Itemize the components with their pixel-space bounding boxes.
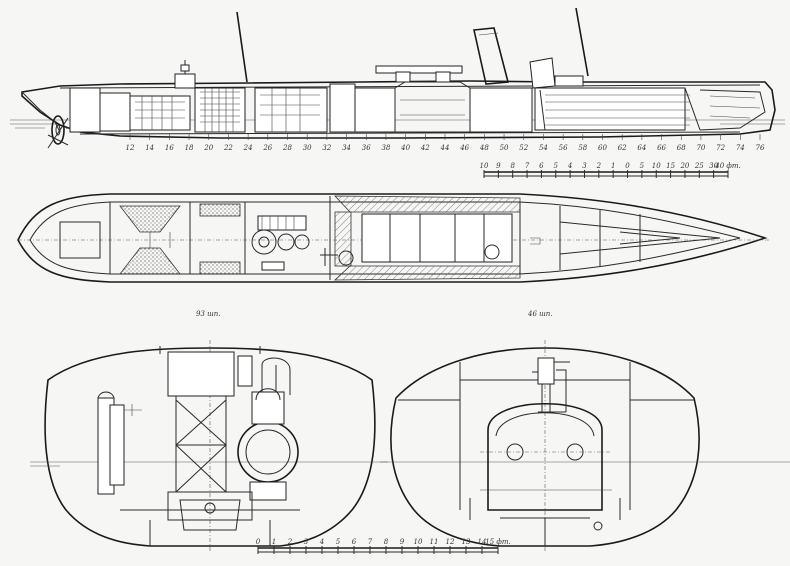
frame-number: 72 <box>716 144 725 152</box>
frame-number: 60 <box>598 144 607 152</box>
frame-number: 14 <box>145 144 154 152</box>
frame-number: 22 <box>223 144 233 152</box>
frame-number: 56 <box>559 144 568 152</box>
frame-number: 18 <box>185 144 194 152</box>
boiler-room <box>333 195 521 281</box>
scale-label: 40 фт. <box>714 162 740 170</box>
aft-compartments <box>69 83 356 133</box>
scale-label: 4 <box>567 162 572 170</box>
frame-number: 64 <box>637 144 646 152</box>
frame-number: 24 <box>243 144 253 152</box>
scale-label: 7 <box>525 162 530 170</box>
deck-torpedo-tube <box>375 65 463 83</box>
frame-number: 74 <box>736 144 745 152</box>
scale-label: 0 <box>256 538 261 546</box>
frame-number: 46 <box>459 144 469 152</box>
scale-label: 8 <box>384 538 389 546</box>
scale-label: 10 <box>480 162 489 170</box>
scale-label: 7 <box>368 538 373 546</box>
frame-number: 76 <box>756 144 765 152</box>
scale-label: 4 <box>319 538 324 546</box>
forward-machinery <box>534 87 766 131</box>
frame-number: 42 <box>420 144 430 152</box>
scale-label: 5 <box>640 162 645 170</box>
scale-label: 1 <box>272 538 276 546</box>
frame-number: 36 <box>362 144 371 152</box>
frame-number: 40 <box>400 144 410 152</box>
frame-number: 52 <box>519 144 528 152</box>
funnel <box>473 27 510 85</box>
frame-number: 68 <box>677 144 686 152</box>
side-elevation: 12 14 16 18 20 22 24 26 28 30 32 34 36 38 40 42 44 46 48 50… <box>10 7 785 152</box>
hull-plan-outline <box>17 193 768 283</box>
scale-label: 30 <box>709 162 718 170</box>
scale-label: 13 <box>462 538 471 546</box>
section-46-outline <box>390 347 700 547</box>
scale-label: 9 <box>400 538 405 546</box>
frame-number-row: 12 14 16 18 20 22 24 26 28 30 32 34 36 38 40 42 44 46 48 50… <box>126 134 765 152</box>
forward-compartments <box>519 202 721 274</box>
frame-number: 34 <box>342 144 351 152</box>
frame-number: 26 <box>262 144 272 152</box>
scale-label: 12 <box>446 538 455 546</box>
engine-room-machinery <box>251 215 354 271</box>
scale-label: 14 <box>478 538 487 546</box>
scale-label: 2 <box>596 162 602 170</box>
scale-label: 10 <box>652 162 661 170</box>
scale-label: 15 фт. <box>485 538 510 546</box>
scale-label: 10 <box>414 538 423 546</box>
frame-number: 44 <box>440 144 450 152</box>
scale-label: 20 <box>679 162 689 170</box>
plan-view <box>17 193 770 283</box>
cabin-grid <box>135 88 320 132</box>
boiler-compartments <box>354 81 533 133</box>
scale-label: 6 <box>539 162 544 170</box>
scale-label: 2 <box>287 538 293 546</box>
frame-number: 48 <box>479 144 489 152</box>
frame-number: 58 <box>578 144 587 152</box>
section-93-label: 93 шп. <box>196 310 221 318</box>
scale-label: 15 <box>666 162 675 170</box>
section-46: 46 шп. <box>380 310 790 552</box>
section-93-outline <box>44 347 376 547</box>
frame-number: 66 <box>657 144 666 152</box>
frame-number: 12 <box>126 144 135 152</box>
frame-number: 50 <box>500 144 509 152</box>
frame-number: 70 <box>696 144 705 152</box>
scale-label: 3 <box>582 162 587 170</box>
scale-label: 3 <box>304 538 309 546</box>
scale-label: 5 <box>554 162 559 170</box>
frame-number: 38 <box>381 144 390 152</box>
frame-number: 16 <box>165 144 174 152</box>
frame-number: 54 <box>539 144 548 152</box>
scale-label: 9 <box>496 162 501 170</box>
frame-number: 62 <box>618 144 627 152</box>
frame-number: 28 <box>282 144 292 152</box>
scale-label: 0 <box>625 162 630 170</box>
aft-bunkers <box>59 196 331 280</box>
scale-label: 25 <box>694 162 704 170</box>
scale-label: 11 <box>430 538 439 546</box>
section-93: 93 шп. <box>30 310 388 552</box>
masts <box>236 7 589 83</box>
conning-tower <box>529 57 584 89</box>
frame-number: 30 <box>303 144 312 152</box>
frame-number: 32 <box>322 144 331 152</box>
frame-number: 20 <box>203 144 213 152</box>
scale-label: 8 <box>510 162 515 170</box>
section-46-label: 46 шп. <box>527 310 553 318</box>
scale-label: 6 <box>352 538 357 546</box>
aft-deckhouse <box>174 60 196 89</box>
scale-label: 5 <box>336 538 341 546</box>
scale-label: 1 <box>611 162 615 170</box>
